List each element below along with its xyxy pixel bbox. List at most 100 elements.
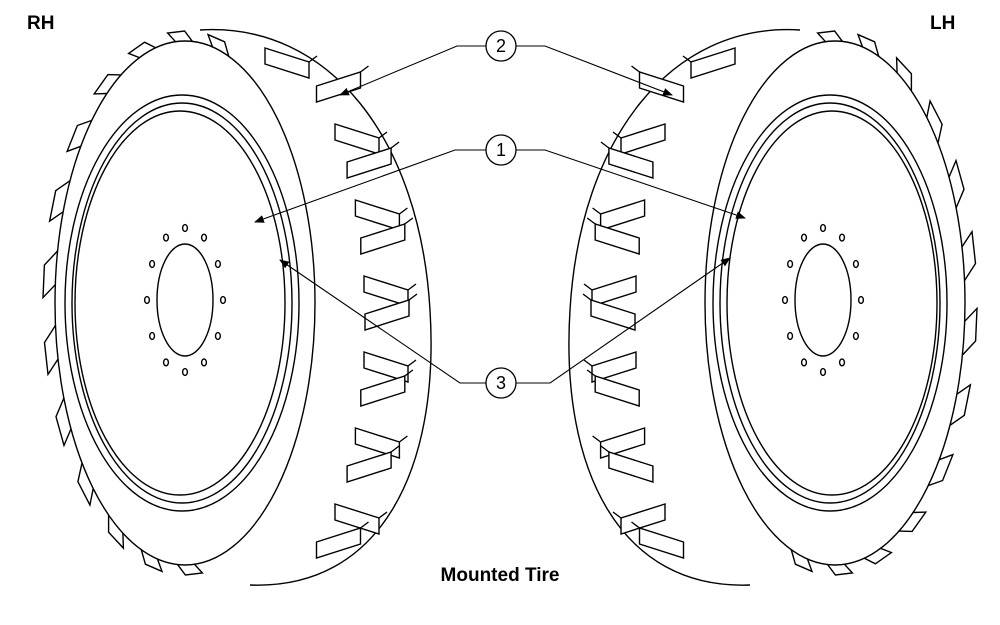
- lug-bolt: [200, 358, 208, 367]
- lug-bolt: [819, 223, 827, 233]
- lug-bolt: [162, 358, 170, 367]
- perimeter-lug: [43, 325, 59, 377]
- perimeter-lug: [961, 306, 978, 356]
- lug-bolt: [181, 223, 189, 233]
- tread-lug-edge: [583, 283, 593, 291]
- callout-1-number: 1: [496, 140, 506, 160]
- tread-lug: [590, 299, 636, 331]
- callout-3-leader-lh: [516, 257, 731, 384]
- callout-1-leader-rh: [254, 149, 486, 223]
- tread-lug-edge: [682, 55, 692, 63]
- tread-lug: [315, 527, 362, 559]
- rh-tread-back-edge: [199, 28, 432, 586]
- tread-lug: [591, 351, 637, 383]
- tread-lug: [608, 147, 654, 179]
- tread-lug-edge: [631, 521, 640, 529]
- lug-bolt: [800, 358, 808, 367]
- perimeter-lug: [48, 180, 71, 223]
- callout-2-number: 2: [496, 36, 506, 56]
- tread-lug: [363, 351, 409, 383]
- perimeter-lug: [895, 56, 913, 91]
- rh-tire: [42, 28, 432, 586]
- rh-perimeter-lugs: [42, 30, 230, 576]
- lh-sidewall-outer: [704, 40, 966, 566]
- tread-lug-edge: [600, 141, 610, 149]
- tread-lug: [608, 451, 654, 483]
- tread-lug: [364, 299, 410, 331]
- perimeter-lug: [177, 563, 204, 576]
- perimeter-lug: [961, 229, 977, 281]
- lug-bolt: [786, 331, 794, 341]
- rh-tread-lugs: [264, 47, 418, 559]
- tread-lug: [620, 123, 666, 155]
- tread-lug: [594, 375, 640, 407]
- perimeter-lug: [864, 547, 893, 565]
- tread-lug-edge: [407, 359, 417, 367]
- tread-lug: [638, 527, 685, 559]
- tread-lug-edge: [600, 445, 610, 453]
- tread-lug: [346, 451, 392, 483]
- callout-1: 1: [485, 134, 517, 166]
- tread-lug: [334, 503, 380, 535]
- lh-hub: [794, 243, 852, 357]
- tread-lug: [638, 71, 685, 103]
- perimeter-lug: [42, 250, 59, 300]
- tread-lug-edge: [398, 207, 408, 215]
- perimeter-lug: [65, 119, 93, 153]
- lug-bolt: [149, 259, 156, 269]
- callout-2-leader-lh: [516, 45, 673, 96]
- tread-lug-edge: [592, 207, 602, 215]
- tread-lug: [594, 223, 640, 255]
- perimeter-lug: [166, 30, 193, 43]
- lug-bolt: [781, 295, 789, 305]
- lh-bolt-circle: [781, 223, 865, 377]
- rh-rim-mid: [71, 102, 293, 504]
- lug-bolt: [162, 233, 170, 242]
- perimeter-lug: [948, 158, 965, 209]
- tread-lug-edge: [408, 293, 418, 301]
- tread-lug: [620, 503, 666, 535]
- tread-lug-edge: [612, 511, 622, 519]
- tread-lug-edge: [583, 359, 593, 367]
- tread-lug: [360, 375, 406, 407]
- tread-lug: [360, 223, 406, 255]
- tread-lug-edge: [631, 65, 640, 73]
- lh-tread-back-edge: [568, 28, 801, 586]
- tread-lug-edge: [592, 435, 602, 443]
- perimeter-lug: [92, 73, 122, 95]
- callout-3-leader-rh: [279, 259, 486, 384]
- lug-bolt: [800, 233, 808, 242]
- perimeter-lug: [898, 511, 928, 533]
- lug-bolt: [143, 295, 151, 305]
- lug-bolt: [181, 367, 189, 377]
- perimeter-lug: [949, 383, 972, 426]
- lug-bolt: [786, 259, 794, 269]
- tread-lug: [591, 275, 637, 307]
- tread-lug-edge: [360, 65, 369, 73]
- tread-lug: [354, 199, 401, 231]
- perimeter-lug: [206, 33, 230, 57]
- perimeter-lug: [55, 397, 72, 448]
- lug-bolt: [219, 295, 227, 305]
- perimeter-lug: [856, 33, 880, 57]
- tread-lug-edge: [378, 511, 388, 519]
- tread-lug: [264, 47, 310, 79]
- callout-3-number: 3: [496, 373, 506, 393]
- diagram-caption: Mounted Tire: [440, 565, 560, 586]
- tread-lug-edge: [308, 55, 318, 63]
- callout-2: 2: [485, 30, 517, 62]
- rh-rim-outer: [64, 94, 300, 512]
- tread-lug: [334, 123, 380, 155]
- lug-bolt: [200, 233, 208, 242]
- lh-rim-outer: [712, 94, 948, 512]
- perimeter-lug: [926, 98, 943, 144]
- tread-lug-edge: [390, 141, 400, 149]
- lh-tire: [568, 28, 978, 586]
- tread-lug-edge: [378, 131, 388, 139]
- tread-lug-edge: [360, 521, 369, 529]
- tread-lug-edge: [612, 131, 622, 139]
- lug-bolt: [852, 259, 860, 269]
- lug-bolt: [838, 233, 846, 242]
